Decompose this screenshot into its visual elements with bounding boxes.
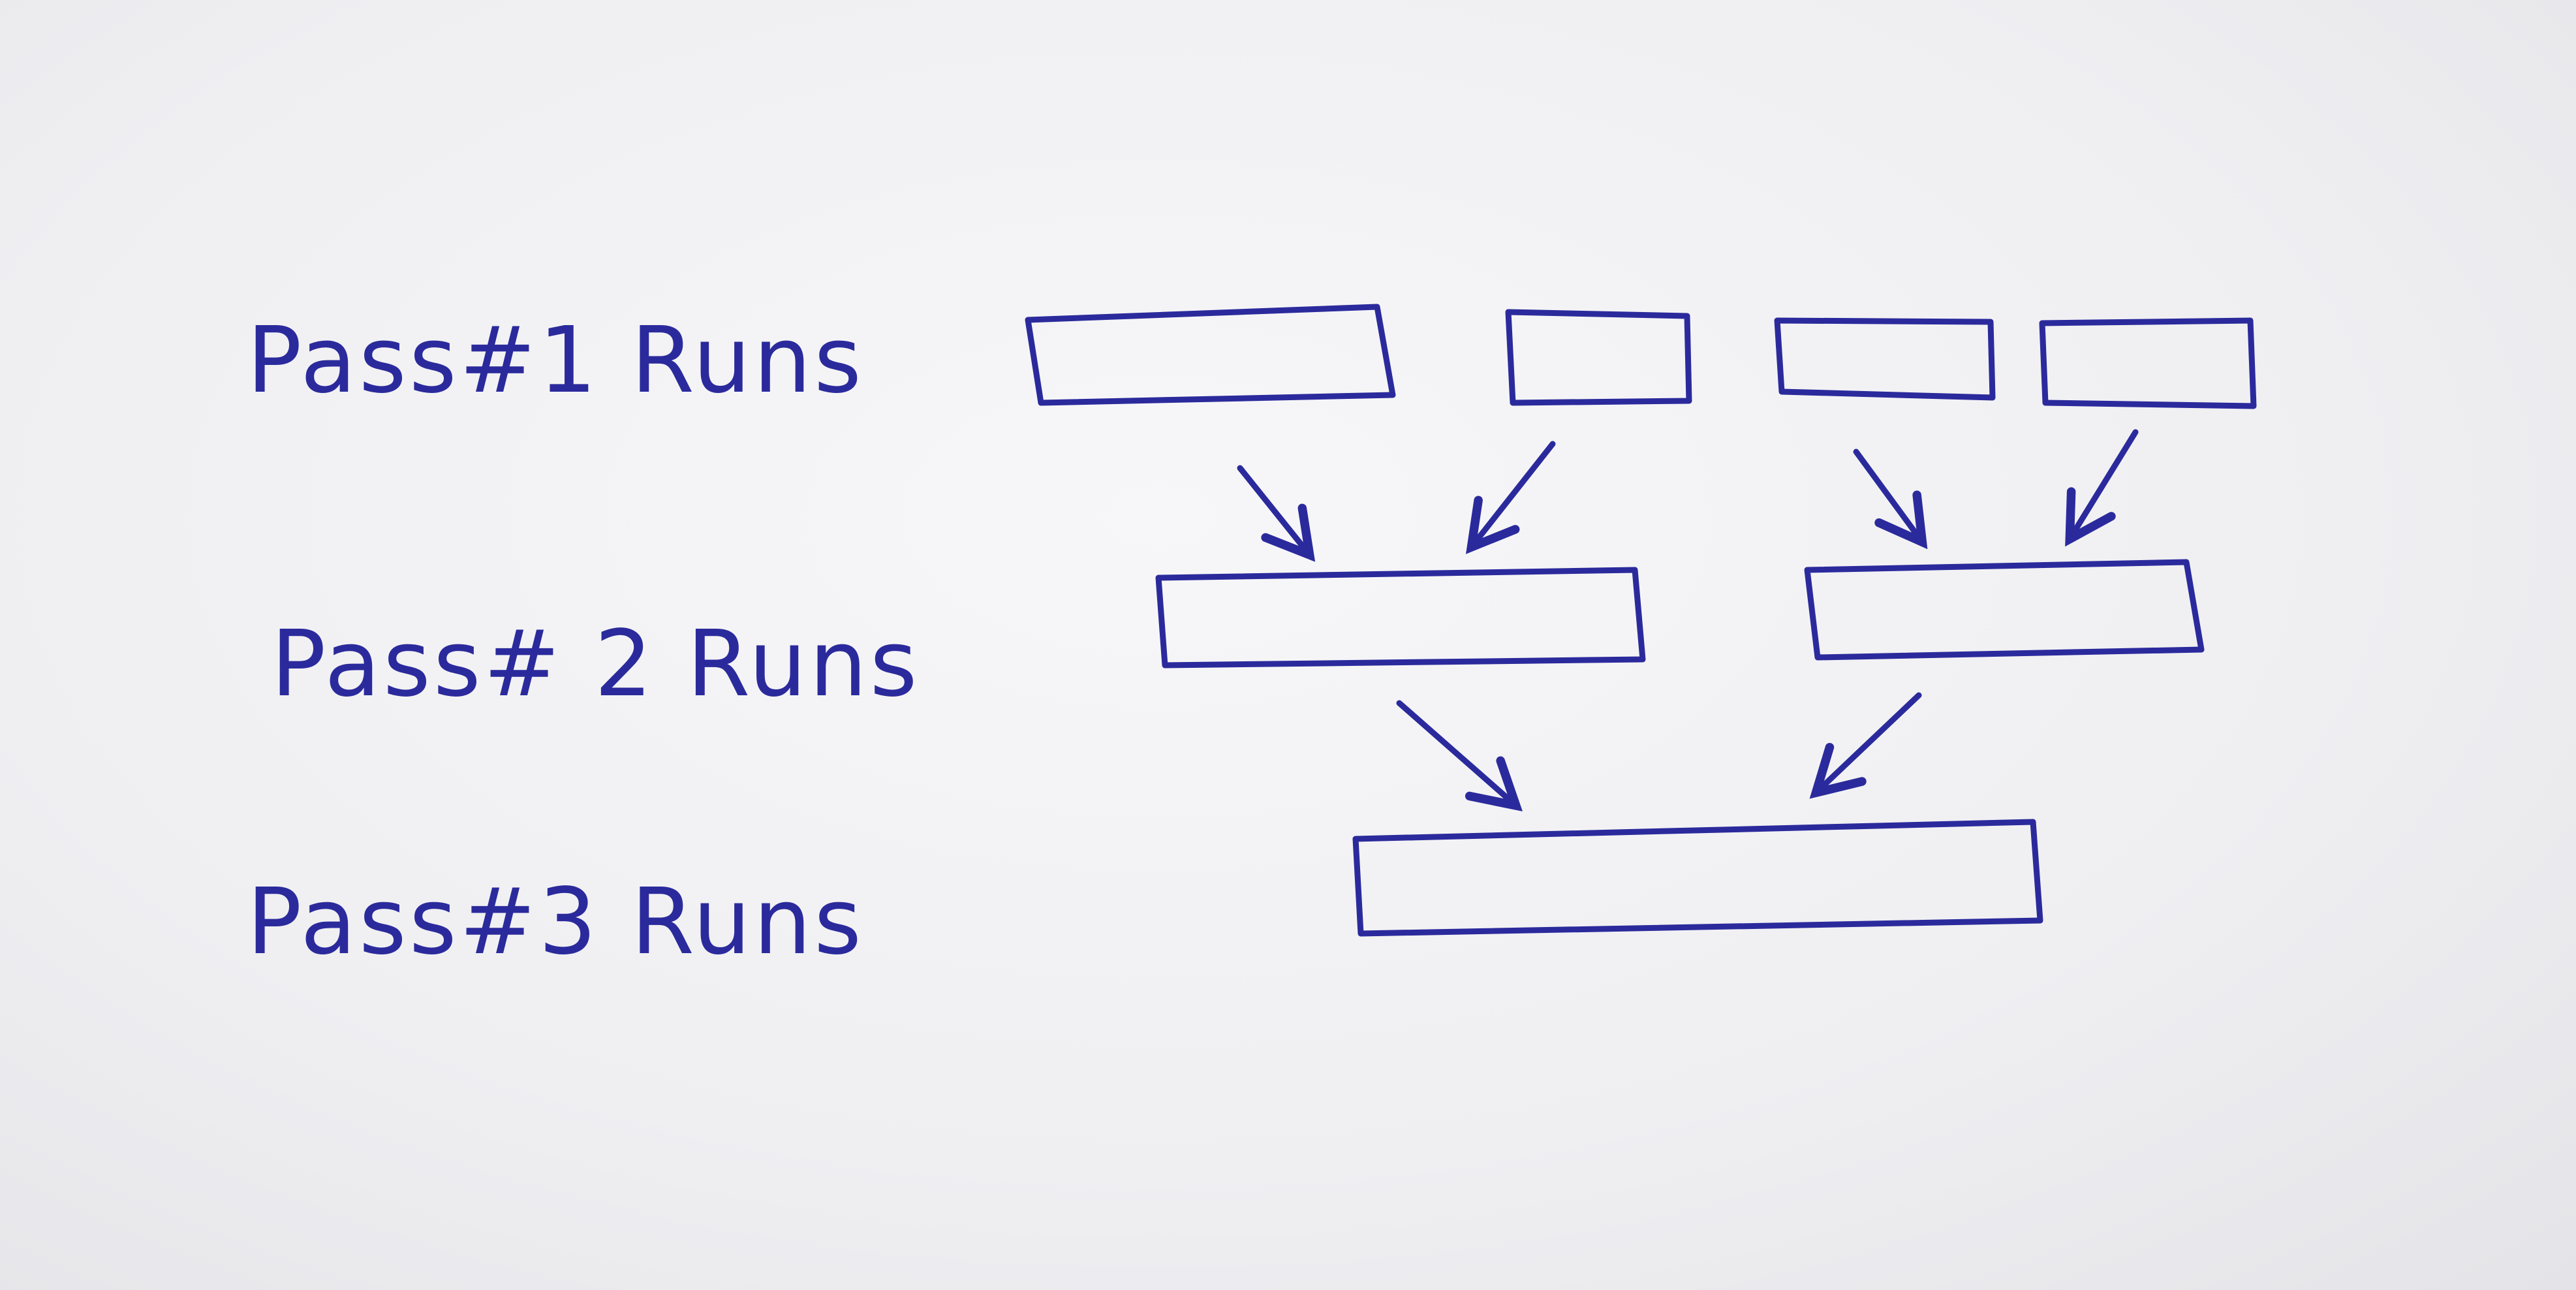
pass-1-run-1	[1025, 304, 1396, 406]
arrow-icon	[1853, 448, 1928, 550]
pass-3-label: Pass#3 Runs	[247, 869, 864, 975]
arrow-icon	[2065, 429, 2139, 547]
pass-2-arrows	[1396, 692, 1922, 811]
pass-2-label: Pass# 2 Runs	[271, 611, 920, 717]
pass-3-run-1	[1352, 819, 2043, 937]
arrow-icon	[1809, 692, 1922, 799]
pass-2-run-2	[1804, 559, 2205, 661]
pass-1-arrows	[1237, 429, 2139, 562]
arrow-icon	[1237, 465, 1316, 562]
arrow-icon	[1466, 441, 1556, 554]
pass-1-run-4	[2039, 317, 2257, 409]
pass-1-run-3	[1774, 317, 1996, 401]
pass-1-runs	[1025, 304, 2257, 409]
pass-2-run-1	[1155, 567, 1646, 669]
pass-3-runs	[1352, 819, 2043, 937]
pass-1-label: Pass#1 Runs	[247, 307, 864, 414]
arrow-icon	[1396, 700, 1523, 811]
pass-2-runs	[1155, 559, 2205, 669]
pass-1-run-2	[1505, 309, 1692, 406]
